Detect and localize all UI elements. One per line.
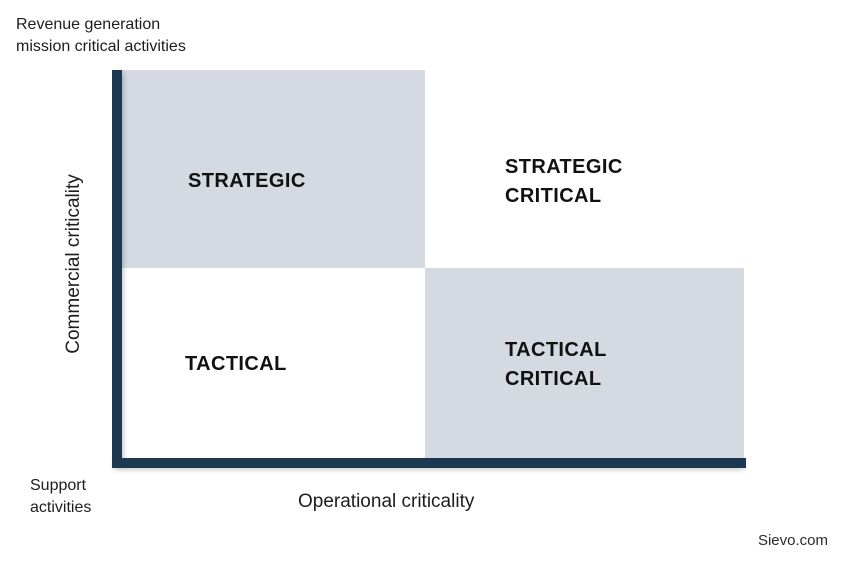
quadrant-tactical-critical-fill: [425, 268, 744, 458]
y-axis-line: [112, 70, 122, 468]
quadrant-strategic-critical-fill: [425, 70, 744, 268]
y-axis-high-annotation: Revenue generation mission critical acti…: [16, 16, 186, 55]
y-axis-low-annotation: Support activities: [30, 477, 92, 516]
quadrant-label-strategic-critical: STRATEGIC CRITICAL: [505, 156, 623, 207]
quadrant-label-tactical-critical: TACTICAL CRITICAL: [505, 339, 607, 390]
quadrant-tactical-fill: [122, 268, 425, 458]
x-axis-title: Operational criticality: [298, 491, 475, 512]
quadrant-label-tactical: TACTICAL: [185, 353, 287, 375]
y-axis-title: Commercial criticality: [63, 174, 84, 354]
watermark-sievo: Sievo.com: [757, 532, 828, 549]
x-axis-line: [112, 458, 746, 468]
quadrant-strategic-fill: [122, 70, 425, 268]
quadrant-label-strategic: STRATEGIC: [188, 170, 306, 192]
